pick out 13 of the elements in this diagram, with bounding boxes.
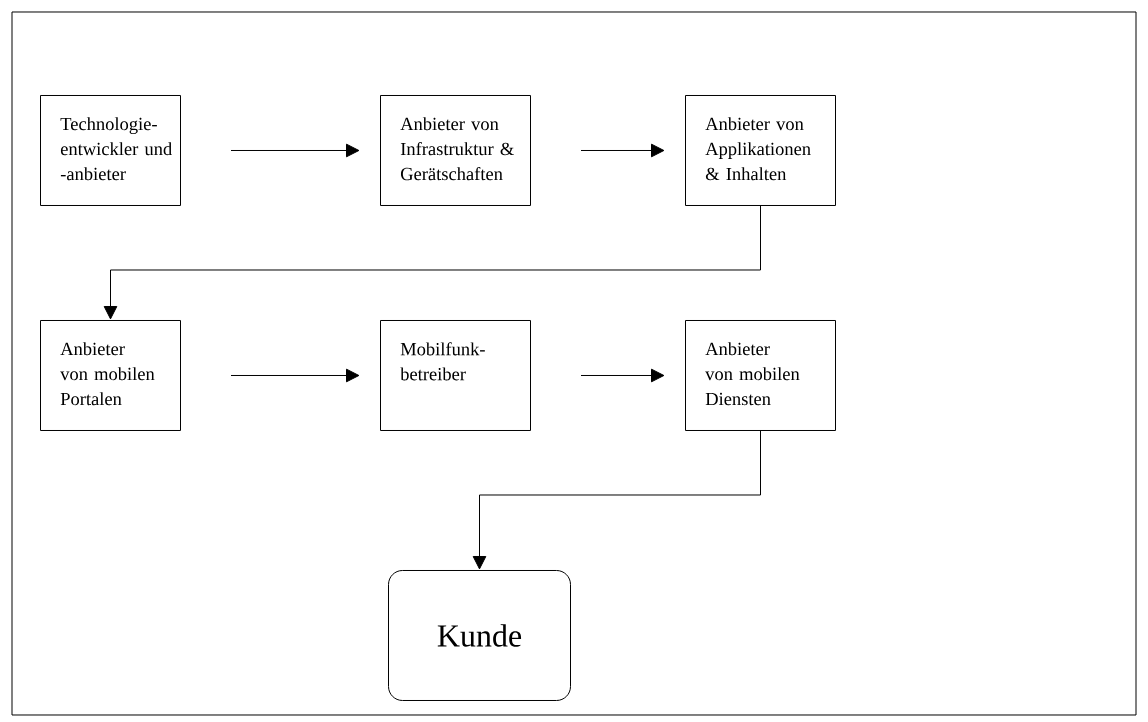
process-box: Technologie- entwickler und -anbieter	[40, 95, 181, 206]
process-box: Anbieter von mobilen Portalen	[40, 320, 181, 431]
arrow	[580, 368, 665, 383]
arrow	[103, 205, 761, 320]
process-box: Anbieter von mobilen Diensten	[685, 320, 836, 431]
arrow	[230, 368, 360, 383]
arrow	[580, 143, 665, 158]
arrow	[472, 430, 761, 570]
process-box: Anbieter von Applikationen & Inhalten	[685, 95, 836, 206]
process-box: Anbieter von Infrastruktur & Gerätschaften	[380, 95, 531, 206]
arrow	[230, 143, 360, 158]
terminal-box: Kunde	[388, 570, 571, 701]
process-box: Mobilfunk- betreiber	[380, 320, 531, 431]
